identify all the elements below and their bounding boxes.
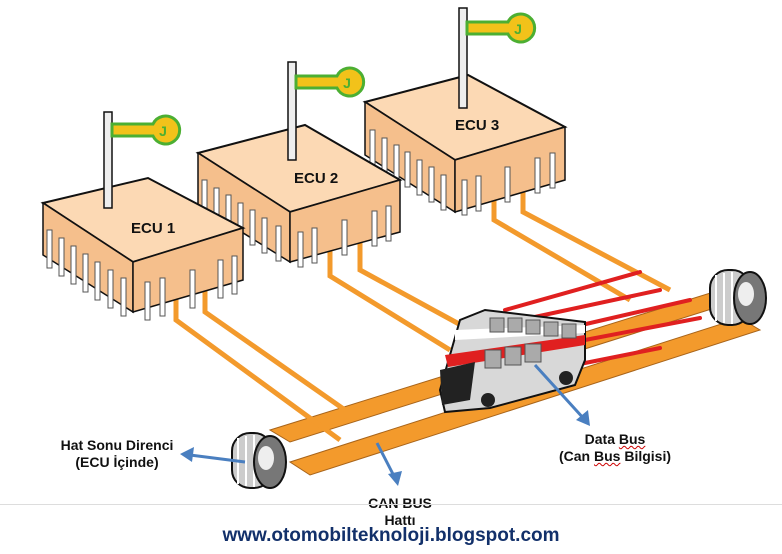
can-bus-label-line2: Hattı [384, 512, 416, 528]
ecu1-flag-icon: J [110, 114, 182, 146]
ecu3-flag-letter: J [514, 21, 522, 37]
ecu2-flag-letter: J [343, 75, 351, 91]
ecu2-label: ECU 2 [294, 170, 339, 187]
ecu2-flag-pole [287, 61, 297, 161]
ecu2-pins [201, 179, 392, 268]
ecu1-wire-2 [202, 272, 347, 413]
ecu-1: J [40, 111, 246, 321]
ecu2-flag-icon: J [294, 66, 366, 98]
can-bus-annotation: CAN BUS Hattı [350, 495, 450, 529]
ecu1-label: ECU 1 [131, 220, 176, 237]
data-bus-label-line1: Data Bus [584, 431, 646, 447]
ecu1-pins [46, 229, 238, 321]
ecu-2: J [195, 61, 403, 268]
ecu1-flag-pole [103, 111, 113, 209]
separator-line [0, 504, 782, 505]
ecu2-wire-1 [327, 232, 452, 353]
can-bus-label-line1: CAN BUS [368, 495, 432, 511]
data-bus-arrow-icon [533, 363, 590, 426]
terminator-label-line1: Hat Sonu Direnci [60, 437, 174, 453]
ecu3-label: ECU 3 [455, 117, 500, 134]
bus-vehicle-icon [438, 308, 586, 414]
ecu-3: J [362, 7, 568, 216]
terminator-resistor-right-icon [709, 269, 767, 326]
ecu3-wire-2 [520, 170, 672, 293]
ecu3-flag-pole [458, 7, 468, 109]
ecu1-flag-letter: J [159, 123, 167, 139]
can-bus-arrow-icon [375, 442, 402, 486]
terminator-annotation: Hat Sonu Direnci (ECU İçinde) [52, 437, 182, 471]
ecu1-wire-1 [173, 275, 342, 443]
footer-url: www.otomobilteknoloji.blogspot.com [222, 525, 560, 546]
ecu3-flag-icon: J [465, 12, 537, 44]
data-bus-label-line2: (Can Bus Bilgisi) [558, 448, 671, 464]
terminator-label-line2: (ECU İçinde) [75, 454, 159, 470]
terminator-arrow-icon [180, 447, 246, 464]
annotation-arrows [180, 363, 590, 486]
data-bus-annotation: Data Bus (Can Bus Bilgisi) [545, 431, 685, 465]
